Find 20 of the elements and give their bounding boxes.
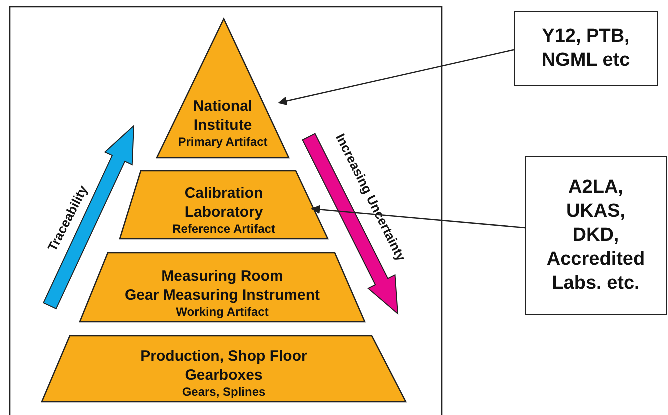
tier-subtitle: Gears, Splines bbox=[182, 385, 266, 400]
tier-title: Measuring Room bbox=[162, 267, 284, 286]
box-text: Y12, PTB, NGML etc bbox=[540, 24, 632, 72]
tier-title: Calibration Laboratory bbox=[184, 184, 264, 222]
tier-title: Gear Measuring Instrument bbox=[124, 286, 320, 305]
pyramid-tier bbox=[42, 336, 406, 402]
arrow bbox=[278, 49, 514, 106]
label-box bbox=[525, 156, 667, 315]
pyramid-tier bbox=[157, 19, 289, 158]
label-box bbox=[514, 11, 658, 86]
tier-title: Production, Shop Floor bbox=[140, 347, 308, 366]
pyramid-tier bbox=[80, 253, 365, 322]
tier-subtitle: Reference Artifact bbox=[172, 222, 276, 237]
tier-subtitle: Working Artifact bbox=[176, 305, 269, 320]
tier-title: Gearboxes bbox=[185, 366, 263, 385]
tier-subtitle: Primary Artifact bbox=[178, 135, 268, 150]
arrow bbox=[311, 205, 526, 229]
pyramid-tier bbox=[120, 171, 328, 239]
tier-title: National Institute bbox=[192, 97, 254, 135]
box-text: A2LA, UKAS, DKD, Accredited Labs. etc. bbox=[546, 176, 646, 296]
